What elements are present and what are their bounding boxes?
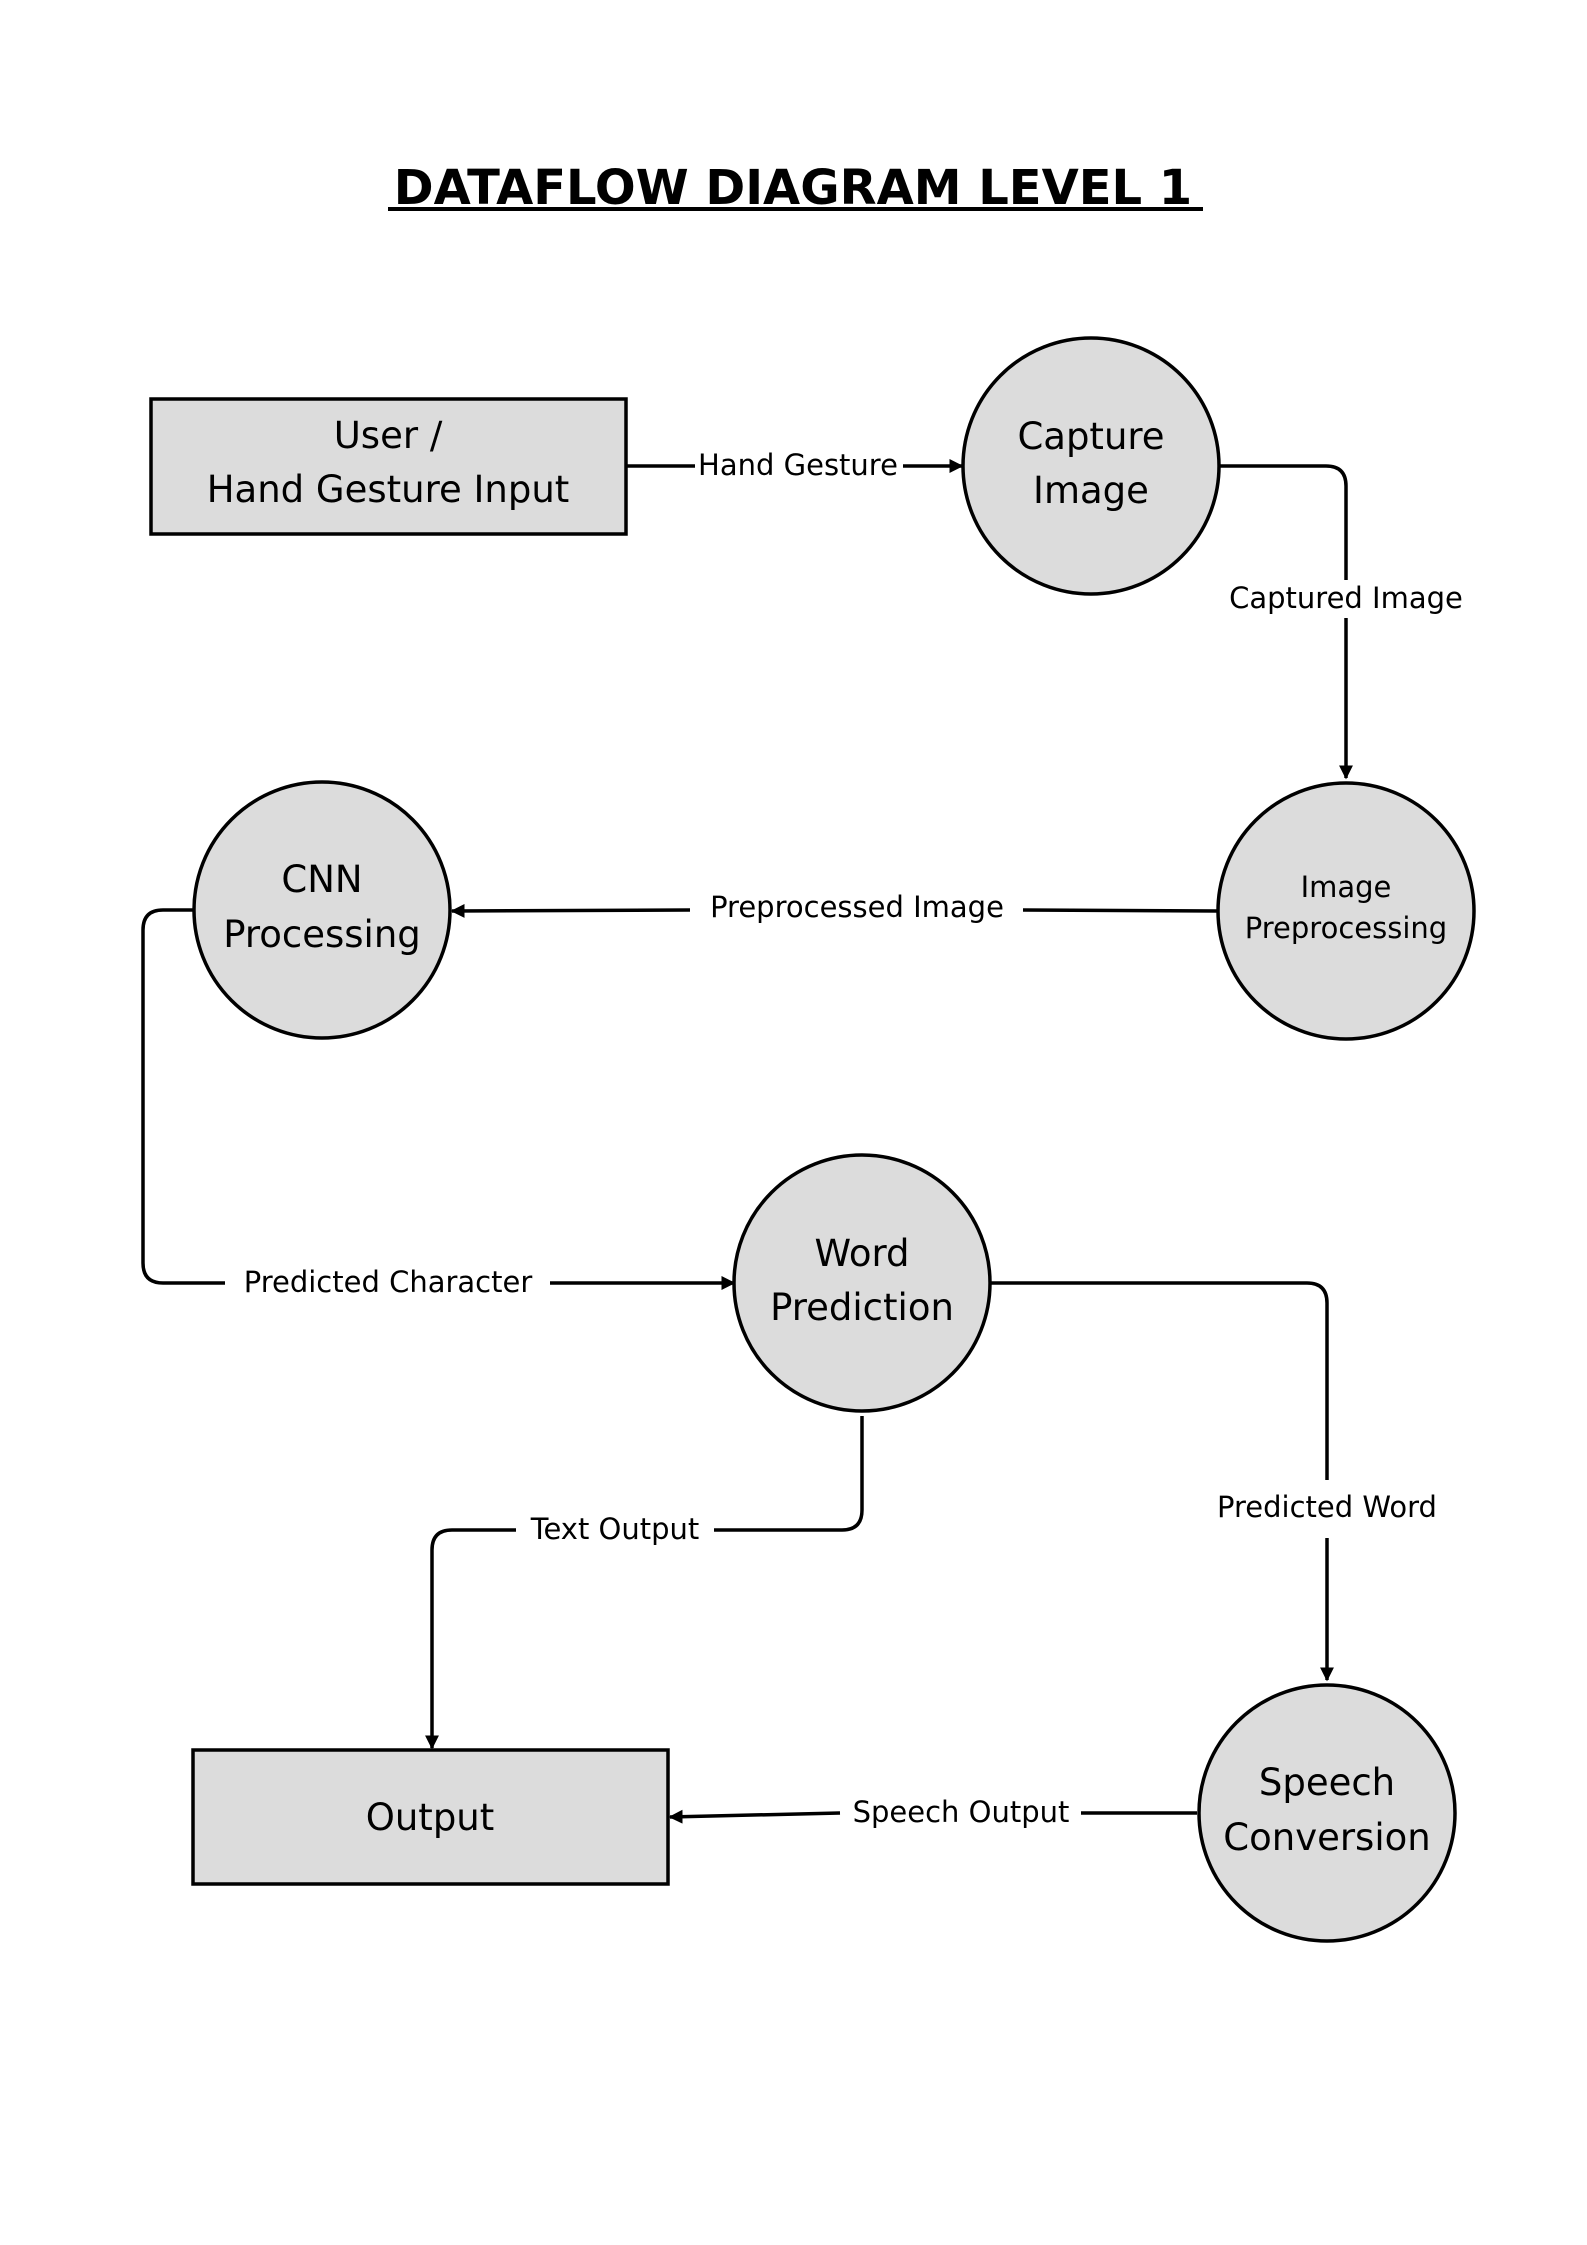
node-cnn-processing-line2: Processing [223,913,421,956]
node-capture-image-line2: Image [1033,469,1149,512]
edge-preprocessed-image-arrow [450,903,691,918]
edge-label-captured-image: Captured Image [1229,581,1463,615]
node-capture-image: Capture Image [961,336,1221,596]
node-image-preprocessing-line2: Preprocessing [1245,911,1447,945]
node-speech-conversion: Speech Conversion [1197,1683,1457,1943]
node-output: Output [191,1748,670,1886]
node-word-prediction: Word Prediction [732,1153,992,1413]
node-speech-conversion-line2: Conversion [1223,1816,1430,1859]
node-image-preprocessing: Image Preprocessing [1216,781,1476,1041]
node-word-prediction-line2: Prediction [770,1286,954,1329]
node-cnn-processing: CNN Processing [192,780,452,1040]
edge-predicted-character-line [141,908,225,1285]
edge-predicted-word-line [990,1281,1329,1480]
edge-text-output-arrow [425,1528,516,1750]
node-word-prediction-line1: Word [814,1232,909,1275]
node-output-line1: Output [366,1796,495,1839]
edge-label-predicted-character: Predicted Character [244,1265,533,1299]
node-speech-conversion-line1: Speech [1259,1761,1395,1804]
edge-label-text-output: Text Output [530,1512,700,1546]
node-capture-image-line1: Capture [1017,415,1164,458]
edge-text-output-line [714,1416,864,1532]
node-image-preprocessing-line1: Image [1301,870,1392,904]
edge-label-predicted-word: Predicted Word [1217,1490,1437,1524]
node-cnn-processing-line1: CNN [281,858,362,901]
edge-captured-image-line [1219,464,1348,580]
page-title: DATAFLOW DIAGRAM LEVEL 1 [394,160,1192,216]
edge-label-hand-gesture: Hand Gesture [698,448,898,482]
edge-label-preprocessed-image: Preprocessed Image [710,890,1004,924]
edge-speech-output-arrow [668,1809,841,1824]
edge-preprocessed-image-line [1022,908,1219,913]
node-user-input: User / Hand Gesture Input [149,397,628,536]
node-user-input-line2: Hand Gesture Input [207,468,570,511]
node-user-input-line1: User / [334,414,443,457]
edge-label-speech-output: Speech Output [853,1795,1070,1829]
